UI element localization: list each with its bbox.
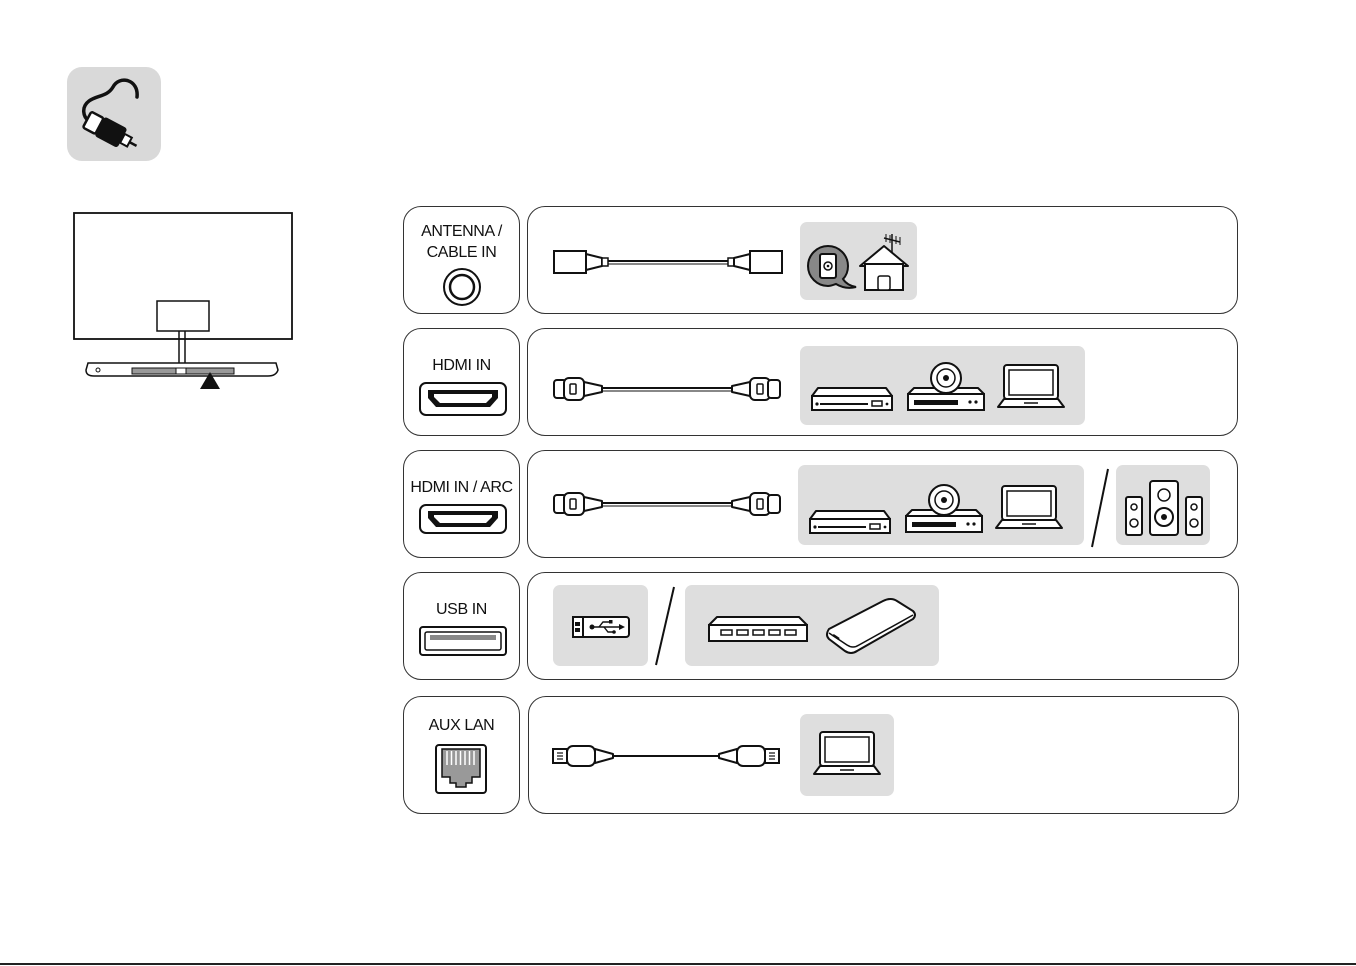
triangle-up-icon [200, 372, 220, 389]
set-top-box-icon [808, 509, 892, 535]
port-label-line-2: CABLE IN [404, 242, 519, 263]
usb-hub-icon [707, 615, 809, 643]
laptop-icon [994, 484, 1064, 532]
port-label-line-1: ANTENNA / [404, 221, 519, 242]
hdmi-cable-icon [552, 374, 782, 404]
tv-rear-view-icon [72, 210, 294, 386]
speaker-system-icon [1124, 479, 1204, 539]
ethernet-port-icon [434, 743, 488, 795]
ethernet-cable-icon [551, 741, 781, 771]
port-label: HDMI IN [404, 355, 519, 376]
connection-panel-usb [527, 572, 1239, 680]
device-group-lan [800, 714, 894, 796]
cable-connection-icon [67, 67, 161, 161]
external-hard-drive-icon [825, 597, 917, 657]
device-group-hdmi-arc [798, 465, 1084, 545]
hdmi-cable-icon [552, 489, 782, 519]
port-panel-antenna: ANTENNA / CABLE IN [403, 206, 520, 314]
port-panel-hdmi: HDMI IN [403, 328, 520, 436]
port-label: AUX LAN [404, 715, 519, 736]
set-top-box-icon [810, 386, 894, 412]
port-panel-hdmi-arc: HDMI IN / ARC [403, 450, 520, 558]
page-bottom-rule [0, 963, 1356, 965]
wall-outlet-icon [806, 244, 858, 292]
device-group-usb-alt [685, 585, 939, 666]
device-group-hdmi-arc-alt [1116, 465, 1210, 545]
dvd-player-icon [904, 484, 984, 534]
port-panel-lan: AUX LAN [403, 696, 520, 814]
port-label: USB IN [404, 599, 519, 620]
coaxial-port-icon [442, 267, 482, 307]
coaxial-cable-icon [552, 247, 784, 277]
slash-divider [652, 585, 678, 667]
laptop-icon [812, 730, 882, 778]
hdmi-port-icon [418, 503, 508, 535]
usb-port-icon [418, 625, 508, 657]
slash-divider [1088, 467, 1112, 549]
connection-panel-hdmi-arc [527, 450, 1238, 558]
connection-panel-hdmi [527, 328, 1238, 436]
usb-flash-drive-icon [571, 613, 631, 639]
connection-panel-lan [528, 696, 1239, 814]
port-panel-usb: USB IN [403, 572, 520, 680]
hdmi-port-icon [418, 381, 508, 417]
dvd-player-icon [906, 362, 986, 412]
house-antenna-icon [860, 234, 908, 290]
device-group-usb [553, 585, 648, 666]
port-label: HDMI IN / ARC [404, 477, 519, 498]
device-group-hdmi [800, 346, 1085, 425]
device-group-antenna [800, 222, 917, 300]
laptop-icon [996, 363, 1066, 411]
connection-panel-antenna [527, 206, 1238, 314]
